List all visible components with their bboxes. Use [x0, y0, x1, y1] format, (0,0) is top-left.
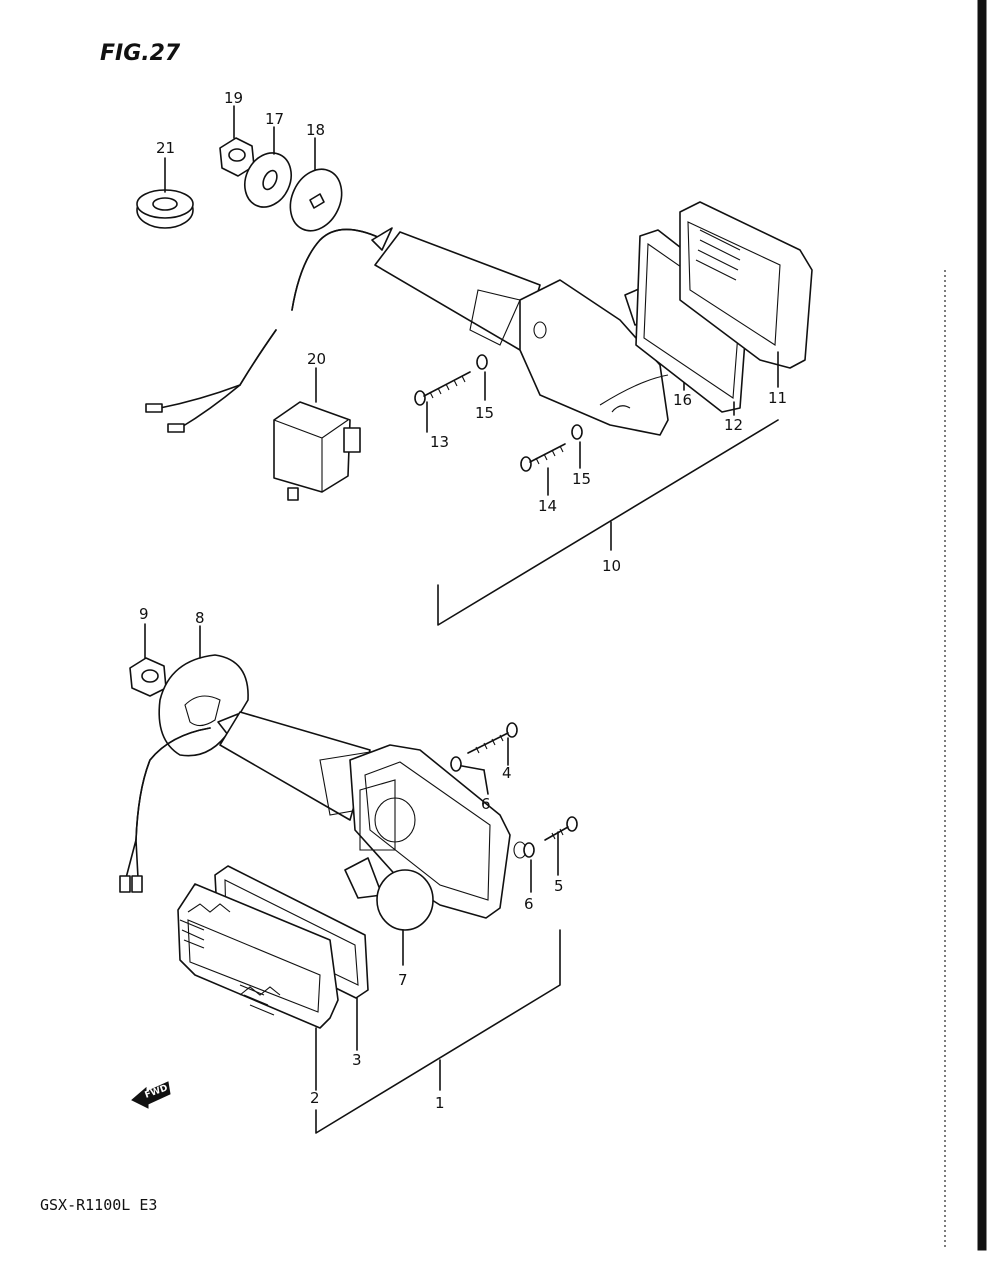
part-7-bulb [344, 857, 434, 966]
callout-2: 2 [310, 1089, 320, 1107]
part-10-turn-signal-body [371, 227, 669, 436]
callout-11: 11 [768, 389, 787, 407]
callout-15-lower: 15 [572, 470, 591, 488]
callout-6-upper: 6 [481, 795, 491, 813]
part-20-flasher-relay [273, 367, 361, 501]
page-binding-edge [944, 0, 987, 1251]
callout-17: 17 [265, 110, 284, 128]
callout-3: 3 [352, 1051, 362, 1069]
callout-numbers: 19 17 18 21 20 15 13 16 12 11 15 14 10 9… [139, 89, 787, 1112]
part-21-grommet [136, 157, 194, 229]
part-18-washer [289, 137, 343, 232]
callout-9: 9 [139, 605, 149, 623]
callout-13: 13 [430, 433, 449, 451]
figure-title: FIG.27 [100, 41, 181, 66]
part-5-screw [544, 816, 578, 876]
part-11-lens [679, 201, 813, 388]
part-2-lens [177, 883, 339, 1091]
callout-6-lower: 6 [524, 895, 534, 913]
lower-wire-harness [119, 727, 211, 893]
callout-12: 12 [724, 416, 743, 434]
callout-15-upper: 15 [475, 404, 494, 422]
callout-8: 8 [195, 609, 205, 627]
callout-14: 14 [538, 497, 557, 515]
callout-10: 10 [602, 557, 621, 575]
part-1-housing [349, 744, 527, 919]
callout-19: 19 [224, 89, 243, 107]
callout-4: 4 [502, 764, 512, 782]
callout-20: 20 [307, 350, 326, 368]
part-14-screw [520, 443, 566, 496]
callout-5: 5 [554, 877, 564, 895]
upper-wire-harness [145, 228, 381, 433]
part-19-nut [219, 105, 255, 177]
bracket-10 [437, 419, 779, 626]
part-6-washer-lower [523, 842, 535, 893]
model-code: GSX-R1100L E3 [40, 1196, 157, 1214]
part-9-nut [129, 623, 167, 697]
part-1-turn-signal-stem [217, 711, 371, 821]
part-13-screw [414, 371, 471, 433]
callout-18: 18 [306, 121, 325, 139]
forward-arrow-icon: FWD [131, 1081, 171, 1109]
callout-16: 16 [673, 391, 692, 409]
part-6-washer-upper [450, 756, 489, 795]
part-4-screw [467, 722, 518, 766]
part-15-washer-lower [571, 424, 583, 469]
callout-21: 21 [156, 139, 175, 157]
callout-7: 7 [398, 971, 408, 989]
part-17-washer [244, 126, 292, 208]
callout-1: 1 [435, 1094, 445, 1112]
bracket-1 [315, 929, 561, 1134]
part-15-washer-upper [476, 354, 488, 401]
